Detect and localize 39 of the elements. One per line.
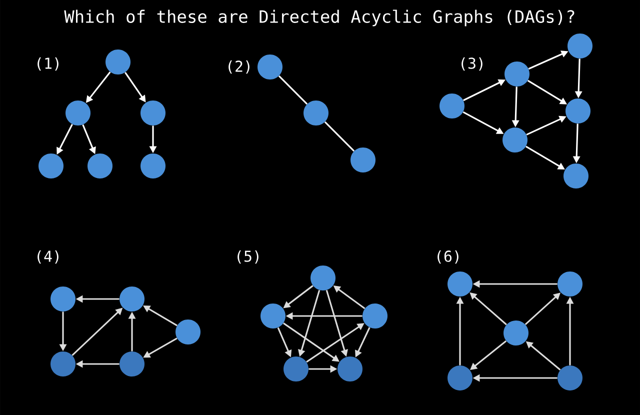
- graph-node: [558, 366, 582, 390]
- graph-node: [260, 304, 286, 328]
- graph-node: [50, 352, 76, 376]
- panel-number: (4): [38, 250, 58, 264]
- graph-node: [566, 98, 590, 124]
- graph-node: [440, 94, 464, 118]
- connector-line: [324, 121, 355, 152]
- graph-node: [284, 356, 308, 382]
- graph-node: [338, 356, 362, 382]
- graph-node: [350, 148, 376, 172]
- graph-node: [176, 320, 200, 344]
- graph-node: [310, 266, 336, 290]
- graph-node: [504, 320, 528, 346]
- graph-node: [448, 366, 472, 390]
- graph-node: [564, 164, 588, 188]
- panel-number: (3): [462, 57, 482, 71]
- panel-number: (5): [238, 250, 258, 264]
- graph-node: [106, 50, 130, 74]
- graph-node: [140, 154, 166, 178]
- graph-node: [304, 100, 328, 126]
- graph-node: [38, 154, 64, 178]
- graph-node: [140, 100, 166, 126]
- graph-node: [258, 54, 282, 80]
- graph-node: [88, 154, 112, 178]
- graph-node: [362, 304, 388, 328]
- panel-number: (1): [38, 57, 58, 71]
- graph-node: [568, 34, 592, 58]
- graph-node: [120, 352, 144, 376]
- graph-node: [50, 286, 76, 312]
- graph-node: [502, 128, 528, 152]
- graph-node: [120, 286, 144, 312]
- graph-node: [504, 62, 530, 86]
- graph-node: [558, 272, 582, 296]
- panel-number: (6): [438, 250, 458, 264]
- title: Which of these are Directed Acyclic Graphs (DAGs)?: [64, 10, 574, 26]
- graph-node: [66, 100, 90, 126]
- connector-line: [278, 75, 308, 105]
- graph-node: [448, 272, 472, 296]
- arrow: [524, 292, 560, 326]
